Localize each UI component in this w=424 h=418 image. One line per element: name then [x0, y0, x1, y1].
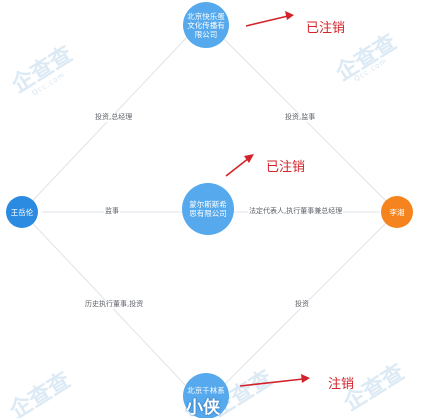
arrow-bottom: [239, 378, 304, 387]
node-left-person-label: 王岳伦: [10, 207, 34, 217]
annotation-middle-deregistered: 已注销: [266, 160, 306, 175]
node-bottom-company-label: 北京千林系: [187, 385, 225, 395]
arrow-middle: [225, 157, 250, 177]
arrow-middle-head: [244, 154, 254, 163]
node-right-person-label: 李湘: [389, 207, 405, 217]
overlay-text: 小侠: [186, 398, 220, 418]
node-center-company-label: 蒙尔斯斯希思有限公司: [189, 200, 227, 218]
node-top-company[interactable]: [183, 2, 229, 48]
node-left-person[interactable]: [6, 196, 38, 228]
node-bottom-company[interactable]: [183, 373, 229, 418]
edge-label-left-bottom: 历史执行董事,投资: [84, 300, 145, 309]
edge-right-top: [220, 35, 398, 213]
node-right-person[interactable]: [381, 196, 413, 228]
edge-label-left-center: 监事: [104, 207, 120, 216]
arrow-bottom-head: [301, 374, 310, 383]
edge-label-left-top: 投资,总经理: [94, 113, 134, 122]
arrow-top-head: [285, 11, 294, 20]
annotation-top-deregistered: 已注销: [306, 21, 346, 36]
annotation-bottom-deregistered: 注销: [328, 377, 355, 392]
edge-left-top: [21, 35, 189, 213]
node-center-company[interactable]: [182, 183, 234, 235]
edge-label-right-bottom: 投资: [294, 300, 310, 309]
edge-label-right-center: 法定代表人,执行董事兼总经理: [248, 207, 344, 216]
node-top-company-label: 北京快乐蛋文化传播有限公司: [187, 11, 225, 39]
edge-label-right-top: 投资,监事: [284, 113, 317, 122]
arrow-top: [245, 15, 289, 27]
